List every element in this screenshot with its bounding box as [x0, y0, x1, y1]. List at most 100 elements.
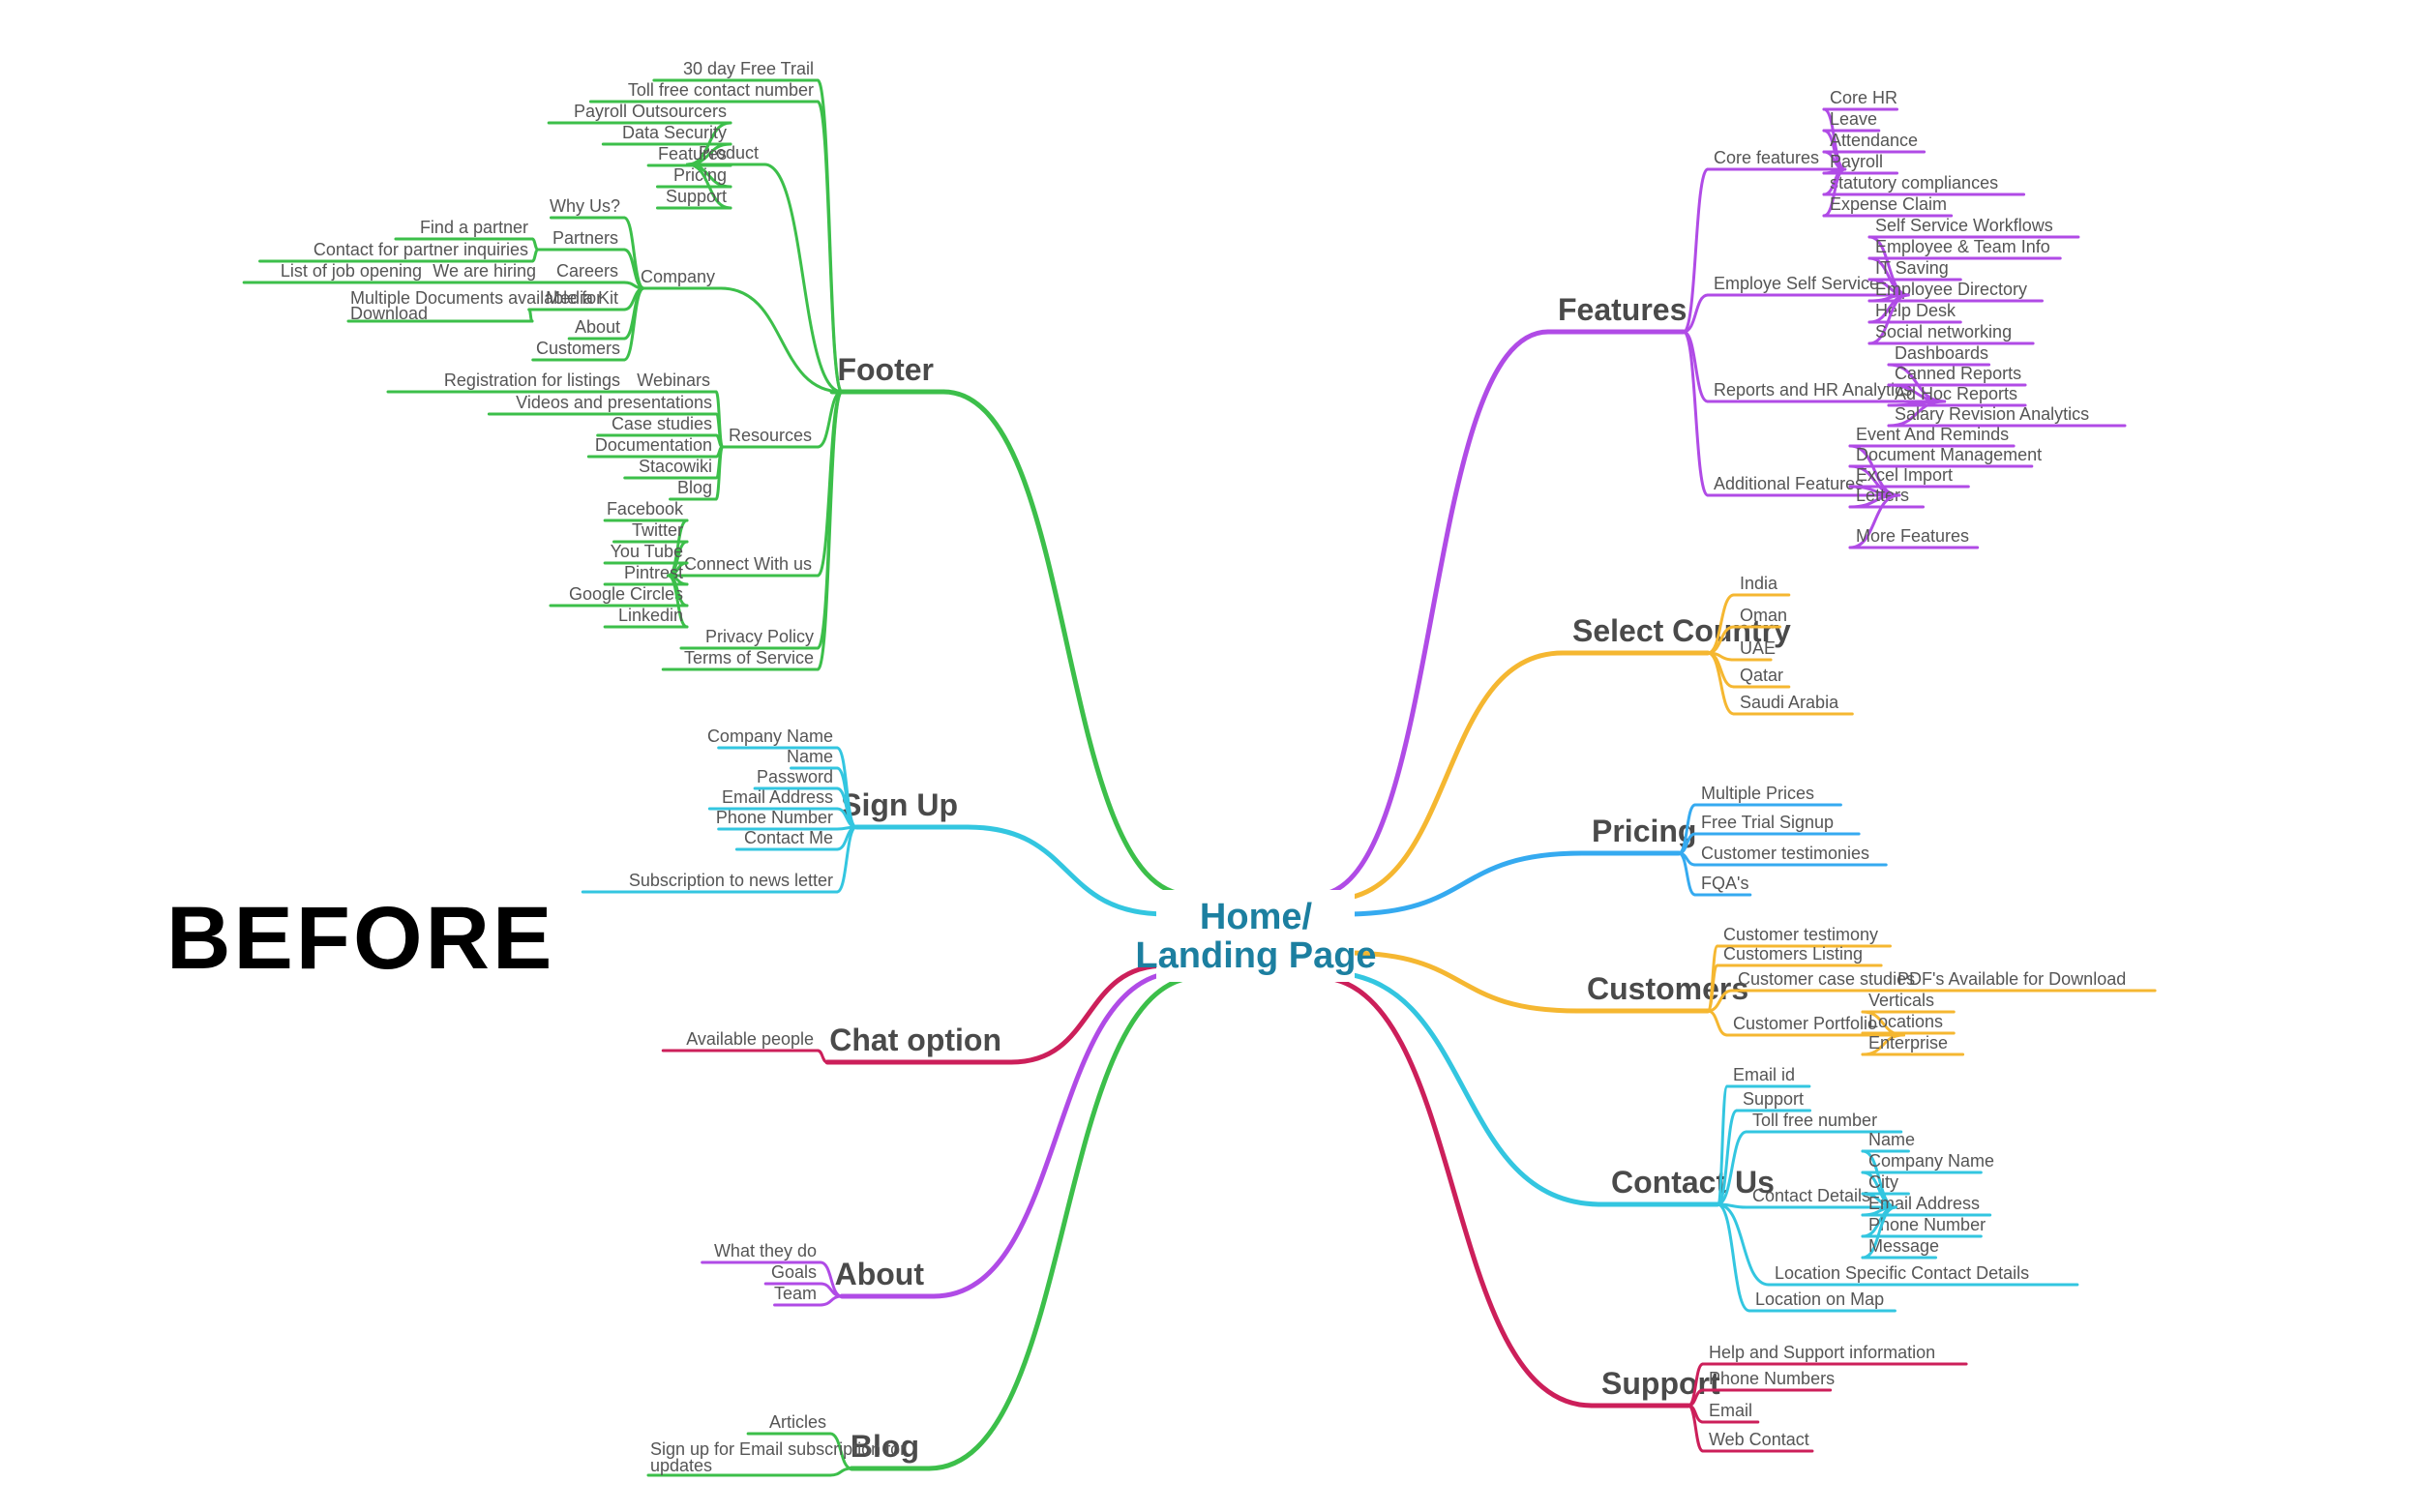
branch-about: About: [835, 1257, 925, 1291]
connect-facebook: Facebook: [607, 499, 684, 519]
core-item-3: Payroll: [1830, 152, 1883, 171]
company-media-kit: Media Kit: [546, 288, 618, 308]
additional-item-3: Letters: [1856, 486, 1909, 505]
features-reports-link: [1682, 330, 1710, 403]
support-web-contact: Web Contact: [1709, 1430, 1809, 1449]
footer-free-trial: 30 day Free Trail: [683, 59, 814, 78]
customers-portfolio: Customer Portfolio: [1733, 1014, 1877, 1033]
before-title: BEFORE: [166, 889, 555, 988]
core-item-4: statutory compliances: [1830, 173, 1998, 193]
pricing-multiple-prices: Multiple Prices: [1701, 784, 1814, 803]
resources-case-studies: Case studies: [612, 414, 712, 433]
ess-item-5: Social networking: [1875, 322, 2012, 341]
branch-country: Select Country: [1572, 613, 1791, 648]
branch-customers: Customers: [1587, 971, 1748, 1006]
signup-company-name: Company Name: [707, 726, 833, 746]
branch-about-link: [931, 969, 1183, 1299]
core-item-0: Core HR: [1830, 88, 1897, 107]
resources-webinars: Webinars: [637, 371, 710, 390]
connect-twitter: Twitter: [632, 520, 683, 540]
partners-contact-link: [530, 248, 540, 263]
signup-password: Password: [757, 767, 833, 786]
contact-toll-free: Toll free number: [1752, 1111, 1877, 1130]
ess-item-3: Employee Directory: [1875, 280, 2027, 299]
contact-support-link: [1716, 1109, 1739, 1206]
company-customers-link: [622, 286, 645, 362]
country-india: India: [1740, 574, 1778, 593]
reports-item-0: Dashboards: [1895, 343, 1988, 363]
signup-contact-me: Contact Me: [744, 828, 833, 847]
additional-item-2: Excel Import: [1856, 465, 1953, 485]
support-web-contact-link: [1687, 1404, 1705, 1453]
chat-available-people: Available people: [686, 1029, 814, 1049]
contact-location-map-link: [1716, 1202, 1751, 1313]
product-support: Support: [666, 187, 727, 206]
branch-signup: Sign Up: [841, 787, 958, 822]
features-reports: Reports and HR Analytics: [1714, 380, 1912, 400]
contact-email-id-link: [1716, 1084, 1729, 1206]
connect-youtube: You Tube: [611, 542, 683, 561]
resources-videos: Videos and presentations: [516, 393, 712, 412]
branch-pricing: Pricing: [1592, 814, 1696, 848]
support-phone-numbers: Phone Numbers: [1709, 1369, 1835, 1388]
careers-job-list: List of job opening: [281, 261, 422, 281]
signup-email: Email Address: [722, 787, 833, 807]
contact-location-specific: Location Specific Contact Details: [1775, 1263, 2029, 1283]
branch-features: Features: [1558, 292, 1687, 327]
details-message: Message: [1868, 1236, 1939, 1256]
support-help-and-support-information: Help and Support information: [1709, 1343, 1935, 1362]
customers-listing: Customers Listing: [1723, 944, 1863, 964]
resources-blog: Blog: [677, 478, 712, 497]
country-qatar: Qatar: [1740, 666, 1783, 685]
about-team-link: [819, 1294, 844, 1307]
about-team: Team: [774, 1284, 817, 1303]
company-customers: Customers: [536, 339, 620, 358]
blog-updates: updates: [650, 1456, 712, 1475]
branch-customers-link: [1342, 950, 1580, 1014]
customers-testimony: Customer testimony: [1723, 925, 1878, 944]
connect-linkedin-link: [667, 574, 689, 629]
media-kit-docs: Multiple Documents available for: [350, 288, 602, 308]
blog-articles: Articles: [769, 1412, 826, 1432]
partners-find-link: [530, 237, 540, 252]
branch-support-link: [1313, 974, 1595, 1408]
about-goals: Goals: [771, 1262, 817, 1282]
core-item-2: Attendance: [1830, 131, 1918, 150]
reports-item-1: Canned Reports: [1895, 364, 2021, 383]
branch-chat: Chat option: [829, 1023, 1001, 1057]
careers-hiring: We are hiring: [433, 261, 536, 281]
connect-google-circles: Google Circles: [569, 584, 683, 604]
core-item-5: Expense Claim: [1830, 194, 1947, 214]
reports-item-3: Salary Revision Analytics: [1895, 404, 2089, 424]
footer-connect: Connect With us: [684, 554, 812, 574]
country-uae: UAE: [1740, 638, 1776, 658]
pricing-fqa-s-link: [1677, 851, 1697, 897]
company-why-us: Why Us?: [550, 196, 620, 216]
features-core: Core features: [1714, 148, 1819, 167]
core-item-1: Leave: [1830, 109, 1877, 129]
footer-resources-link: [816, 390, 844, 449]
pricing-free-trial-signup: Free Trial Signup: [1701, 813, 1834, 832]
company-careers: Careers: [556, 261, 618, 281]
ess-item-4: Help Desk: [1875, 301, 1956, 320]
additional-item-0: Event And Reminds: [1856, 425, 2009, 444]
branch-signup-link: [965, 824, 1169, 917]
details-phone-number: Phone Number: [1868, 1215, 1986, 1234]
media-kit-download: Download: [350, 304, 428, 323]
connect-pintrest: Pintrest: [624, 563, 683, 582]
support-email: Email: [1709, 1401, 1752, 1420]
details-company-name: Company Name: [1868, 1151, 1994, 1171]
footer-terms-link: [816, 390, 844, 671]
footer-product-link: [762, 163, 844, 394]
about-what-they-do: What they do: [714, 1241, 817, 1260]
footer-toll-free-link: [816, 100, 844, 394]
details-name: Name: [1868, 1130, 1915, 1149]
reports-item-2: Ad Hoc Reports: [1895, 384, 2017, 403]
footer-resources: Resources: [729, 426, 812, 445]
additional-item-1: Document Management: [1856, 445, 2042, 464]
resources-blog-link: [714, 445, 725, 501]
features-additional: Additional Features: [1714, 474, 1864, 493]
branch-country-link: [1328, 650, 1566, 903]
partners-find: Find a partner: [420, 218, 528, 237]
portfolio-verticals: Verticals: [1868, 991, 1934, 1010]
